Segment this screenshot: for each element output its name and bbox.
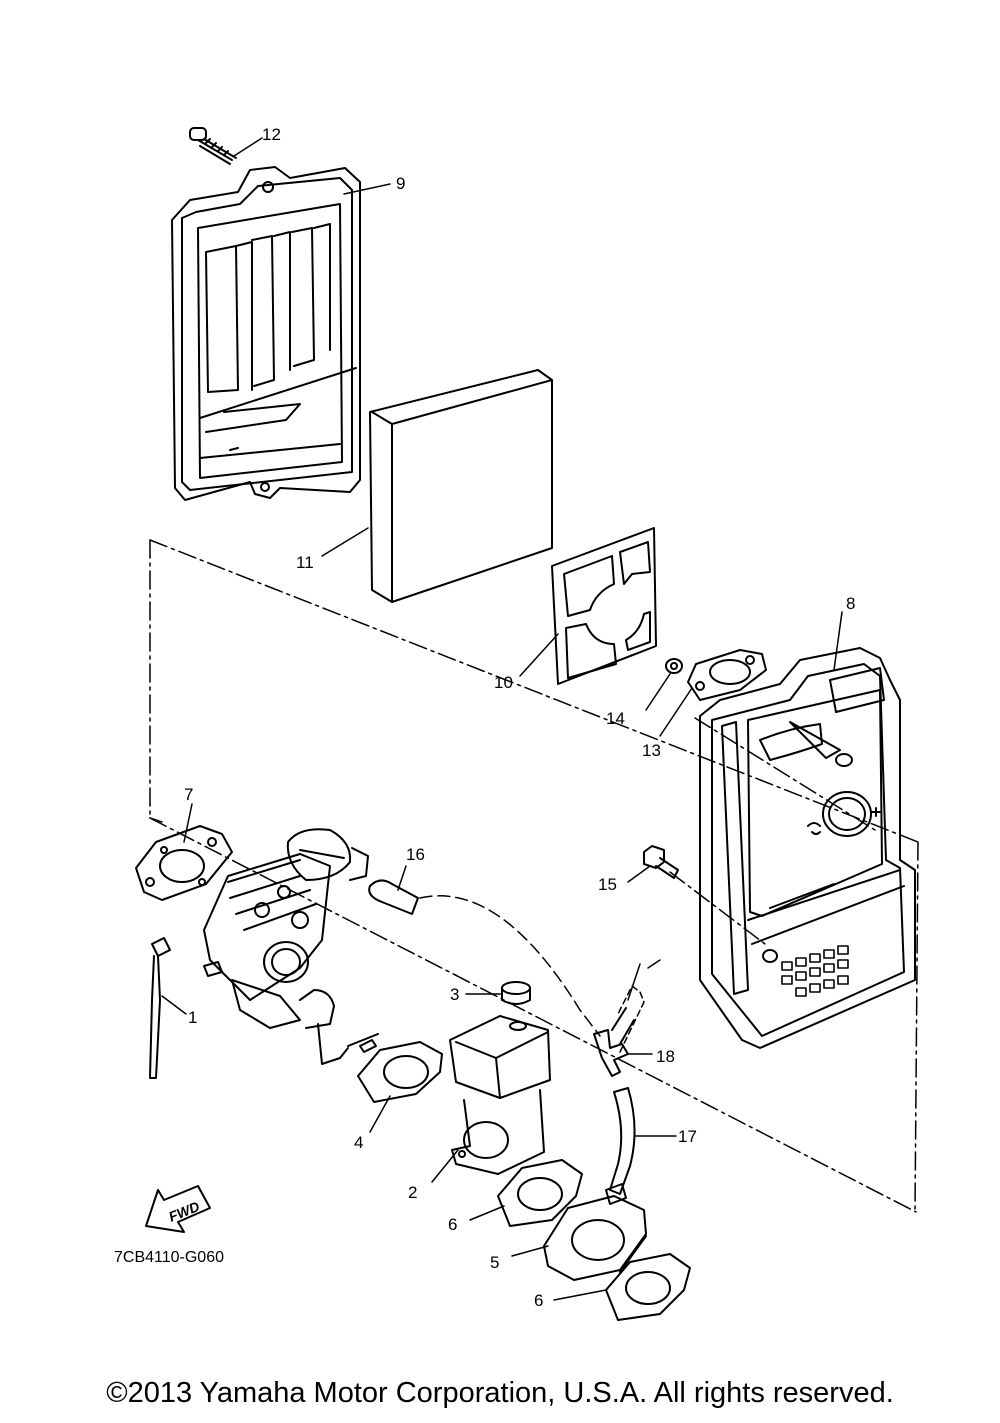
air-cleaner-case-9 — [171, 166, 361, 501]
bolt-15 — [643, 845, 679, 879]
leader-lines — [161, 137, 843, 1301]
part-labels: 12 9 11 10 8 14 13 7 16 15 3 1 18 4 17 2… — [184, 125, 855, 1310]
fwd-arrow-icon — [145, 1185, 211, 1233]
part-label-4: 4 — [354, 1133, 363, 1152]
screw-12 — [189, 127, 237, 165]
air-cleaner-cover-8 — [699, 647, 916, 1049]
bracket-2 — [449, 1015, 551, 1175]
part-label-8: 8 — [846, 594, 855, 613]
assembly-reference-lines — [149, 539, 919, 1213]
part-label-6-lower: 6 — [534, 1291, 543, 1310]
part-label-3: 3 — [450, 985, 459, 1004]
gasket-4 — [357, 1041, 443, 1103]
part-label-17: 17 — [678, 1127, 697, 1146]
gasket-10 — [551, 527, 657, 685]
part-label-15: 15 — [598, 875, 617, 894]
part-label-2: 2 — [408, 1183, 417, 1202]
hose-17 — [605, 1087, 636, 1205]
gasket-6-lower — [605, 1253, 691, 1321]
part-label-16: 16 — [406, 845, 425, 864]
copyright-notice: ©2013 Yamaha Motor Corporation, U.S.A. A… — [106, 1377, 894, 1409]
nut-14 — [665, 658, 683, 674]
part-label-6-upper: 6 — [448, 1215, 457, 1234]
part-label-1: 1 — [188, 1008, 197, 1027]
part-label-9: 9 — [396, 174, 405, 193]
gasket-7 — [135, 825, 233, 901]
fwd-arrow-label: FWD — [166, 1198, 202, 1225]
carburetor-assembly — [203, 828, 379, 1065]
joint-18 — [593, 1007, 635, 1077]
joint-5 — [543, 1195, 647, 1281]
part-label-7: 7 — [184, 785, 193, 804]
part-label-18: 18 — [656, 1047, 675, 1066]
part-label-11: 11 — [296, 553, 314, 572]
part-label-12: 12 — [262, 125, 281, 144]
part-label-5: 5 — [490, 1253, 499, 1272]
air-filter-element-11 — [369, 369, 553, 603]
gasket-13 — [687, 649, 767, 701]
clamp-1 — [149, 937, 171, 1079]
hose-16 — [368, 879, 419, 915]
diagram-code: 7CB4110-G060 — [114, 1249, 224, 1266]
gasket-6-upper — [497, 1159, 583, 1227]
vent-slots — [781, 945, 849, 997]
part-label-10: 10 — [494, 673, 513, 692]
part-label-14: 14 — [606, 709, 625, 728]
part-label-13: 13 — [642, 741, 661, 760]
